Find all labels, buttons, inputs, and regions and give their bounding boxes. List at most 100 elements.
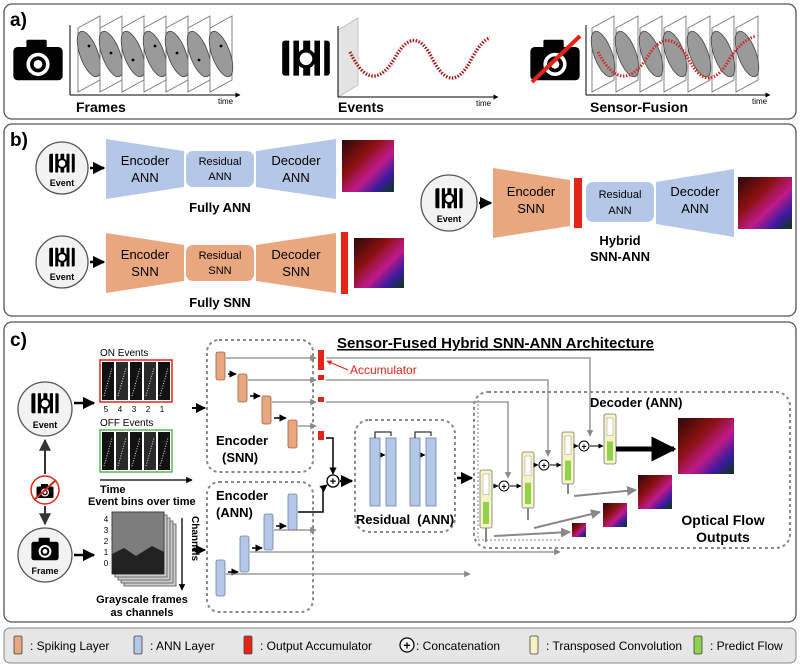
on-event-bins <box>99 359 173 403</box>
hybrid-caption-line2: SNN-ANN <box>590 249 650 264</box>
time-label: Time <box>100 484 125 496</box>
bin-number: 5 <box>104 405 109 414</box>
legend-item-label: : Concatenation <box>416 639 500 653</box>
fully-ann-caption: Fully ANN <box>189 200 251 215</box>
hybrid-residual-line1: Residual <box>599 189 642 201</box>
off-event-bins <box>99 429 173 473</box>
frame-ellipse <box>120 30 146 78</box>
fully-ann-residual <box>186 151 254 187</box>
decoder-inner <box>482 473 490 495</box>
accumulator-label: Accumulator <box>350 363 417 377</box>
legend-item-label: : Spiking Layer <box>30 639 109 653</box>
concatenation-plus: + <box>403 639 410 653</box>
fully-snn-residual <box>186 245 254 281</box>
event-node-label: Event <box>50 178 75 188</box>
concatenation-node <box>538 459 550 471</box>
flow-output-image <box>342 140 394 192</box>
residual-layer <box>409 437 421 507</box>
concatenation-swatch <box>399 637 415 653</box>
encoder-ann-box <box>206 481 314 613</box>
legend-item-label: : Transposed Convolution <box>546 639 682 653</box>
output-accumulator <box>574 178 582 228</box>
fusion-slash <box>530 34 582 84</box>
output-accumulator <box>318 350 324 370</box>
frame-ellipse <box>710 30 736 78</box>
encoder-snn-layers <box>215 351 298 449</box>
predict-flow-layer <box>607 441 613 461</box>
bin-border <box>99 359 173 403</box>
output-accumulator <box>318 375 324 380</box>
encoder-ann-line2: (ANN) <box>216 505 253 520</box>
frame-ellipse <box>186 30 212 78</box>
fully-ann-encoder <box>106 139 184 199</box>
hybrid-decoder-line1: Decoder <box>670 184 720 199</box>
grayscale-frame-stack <box>111 511 177 587</box>
channel-number: 4 <box>104 515 109 524</box>
to-concat-arrow <box>298 484 328 513</box>
residual-skip <box>414 431 432 438</box>
ann-layer <box>215 559 226 597</box>
spiking-layer <box>215 351 226 381</box>
event-camera-icon <box>49 245 75 268</box>
channel-number: 2 <box>104 537 109 546</box>
decoder-inner <box>606 417 614 436</box>
channels-label: Channels <box>189 516 200 561</box>
event-camera-icon <box>49 151 75 174</box>
flow-output-image <box>738 177 792 229</box>
hybrid-residual <box>586 182 654 222</box>
frame-stack <box>76 15 234 93</box>
fully-snn-encoder-line1: Encoder <box>121 247 170 262</box>
fully-snn-encoder <box>106 233 184 293</box>
hybrid-decoder <box>656 169 734 237</box>
fully-snn-residual-line1: Residual <box>199 250 242 262</box>
event-node-label: Event <box>437 214 462 224</box>
fully-ann-decoder-line1: Decoder <box>271 153 321 168</box>
flow-output-link <box>573 485 637 497</box>
event-node-label: Event <box>50 272 75 282</box>
output-accumulator <box>341 232 348 294</box>
fully-ann-decoder-line2: ANN <box>282 170 309 185</box>
panel-c-label: c) <box>10 330 27 351</box>
optical-flow-output-2 <box>603 503 627 527</box>
output-accumulator <box>318 397 324 402</box>
legend-swatch <box>243 635 253 655</box>
optical-flow-output-4 <box>678 418 734 474</box>
ann-layer <box>287 493 298 531</box>
frame-dot <box>153 44 157 48</box>
outputs-label-line2: Outputs <box>696 529 750 545</box>
decoder-ann-box <box>473 391 791 549</box>
concatenation-plus: + <box>501 482 506 492</box>
residual-blocks <box>369 431 437 507</box>
legend-swatch <box>13 635 23 655</box>
frame-ellipse <box>614 30 640 78</box>
spiking-layer <box>237 373 248 403</box>
fully-ann-encoder-line1: Encoder <box>121 153 170 168</box>
fully-ann-residual-line1: Residual <box>199 156 242 168</box>
frame-ellipse <box>76 30 102 78</box>
encoder-ann-layers <box>215 493 298 597</box>
frames-label: Frames <box>76 99 126 115</box>
output-accumulator <box>318 431 324 440</box>
frame-node-label: Frame <box>31 566 58 576</box>
predict-flow-layer <box>483 501 489 524</box>
fully-snn-caption: Fully SNN <box>189 295 250 310</box>
accumulators <box>318 350 324 440</box>
frame-ellipse <box>142 30 168 78</box>
hybrid-encoder <box>493 168 570 238</box>
frame-dot <box>175 51 179 55</box>
residual-layer <box>425 437 437 507</box>
grayscale-scene <box>112 546 164 574</box>
bin-number: 1 <box>160 405 165 414</box>
hybrid-caption-line1: Hybrid <box>599 233 640 248</box>
frame-ellipse <box>686 30 712 78</box>
optical-flow-output-3 <box>638 475 672 509</box>
ann-layer <box>263 513 274 551</box>
frame-ellipse <box>208 30 234 78</box>
fusion-trajectory <box>596 34 757 80</box>
bin-number: 3 <box>132 405 137 414</box>
legend: : Spiking Layer: ANN Layer: Output Accum… <box>13 635 783 655</box>
event-camera-icon <box>282 36 330 79</box>
bin-number: 4 <box>118 405 123 414</box>
fusion-frame-stack <box>590 15 760 93</box>
